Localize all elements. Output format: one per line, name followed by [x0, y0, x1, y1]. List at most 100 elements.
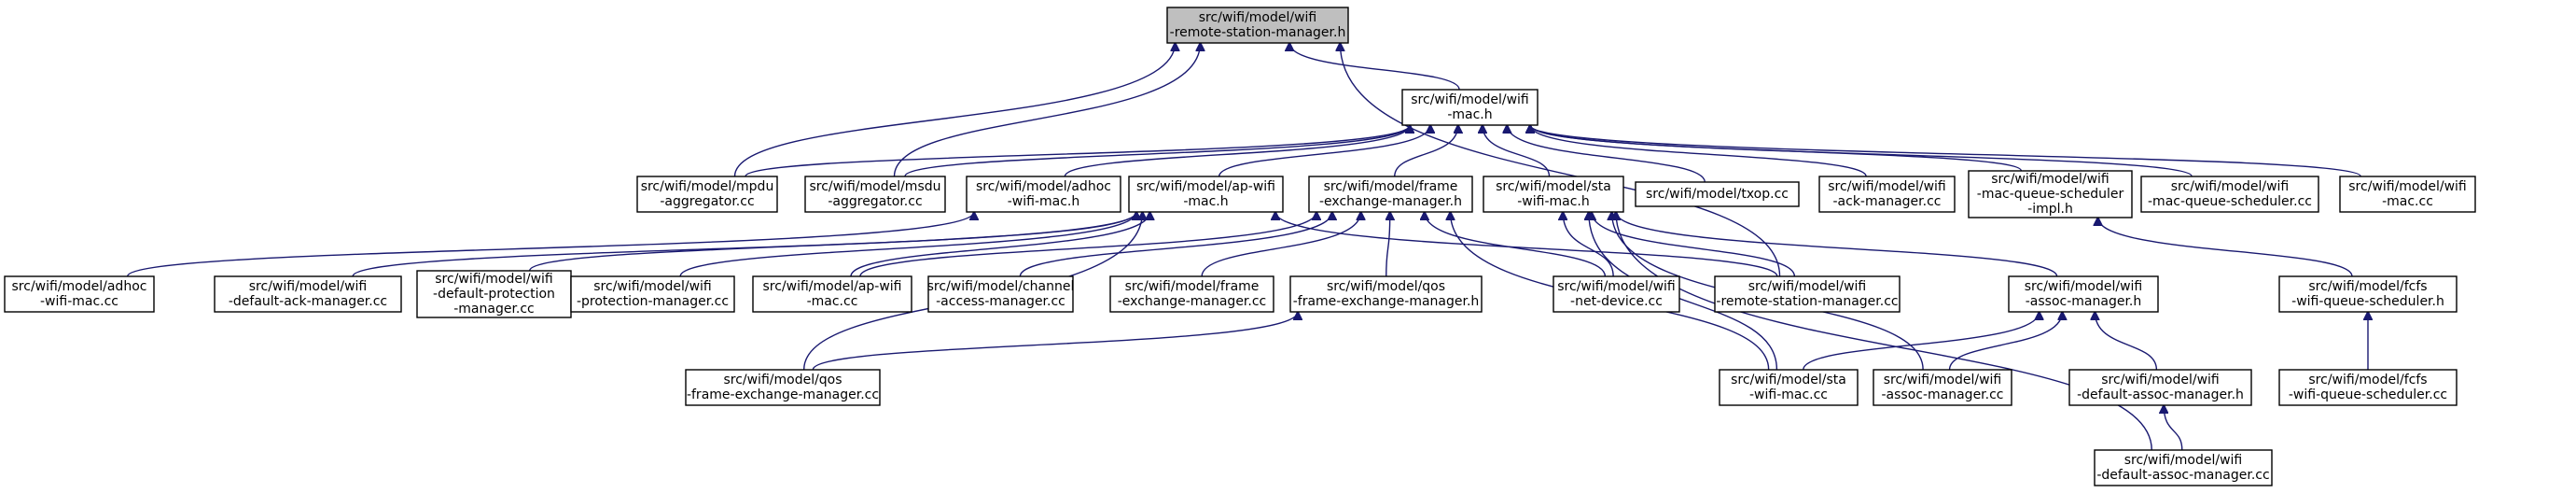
file-node-mqs-impl[interactable]: src/wifi/model/wifi-mac-queue-scheduler-… — [1968, 170, 2133, 218]
file-node-label: -assoc-manager.h — [2026, 294, 2142, 309]
file-node-label: -mac.h — [1183, 194, 1228, 209]
file-node-fcfs-h[interactable]: src/wifi/model/fcfs-wifi-queue-scheduler… — [2278, 275, 2458, 313]
file-node-label: -aggregator.cc — [660, 194, 754, 209]
file-node-box — [1873, 369, 2012, 406]
file-node-ap-cc[interactable]: src/wifi/model/ap-wifi-mac.cc — [752, 275, 912, 313]
file-node-label: -mac.h — [1447, 107, 1492, 122]
edge-defassoc_cc-to-defassoc_h — [2164, 405, 2183, 451]
file-node-mac-h[interactable]: src/wifi/model/wifi-mac.h — [1401, 89, 1539, 126]
file-node-label: src/wifi/model/wifi — [1557, 279, 1676, 294]
file-node-box — [2140, 176, 2319, 213]
edge-sta_cc-to-sta_h — [1589, 212, 1778, 371]
file-node-label: src/wifi/model/adhoc — [12, 279, 147, 294]
file-node-label: src/wifi/model/mpdu — [641, 179, 774, 194]
file-node-box — [4, 275, 155, 313]
edge-sta_cc-to-assoc_h — [1803, 312, 2040, 371]
file-node-adhoc-h[interactable]: src/wifi/model/adhoc-wifi-mac.h — [966, 176, 1121, 213]
file-node-defprot[interactable]: src/wifi/model/wifi-default-protection-m… — [416, 270, 572, 318]
file-node-label: src/wifi/model/qos — [723, 373, 842, 387]
file-node-label: src/wifi/model/wifi — [249, 279, 368, 294]
edge-prot-to-ap_h — [679, 212, 1136, 277]
file-node-label: -aggregator.cc — [828, 194, 922, 209]
edge-adhoc_cc-to-adhoc_h — [126, 212, 974, 277]
dependency-edges — [126, 43, 2368, 451]
file-node-fem-h[interactable]: src/wifi/model/frame-exchange-manager.h — [1308, 176, 1473, 213]
file-node-defassoc-cc[interactable]: src/wifi/model/wifi-default-assoc-manage… — [2094, 449, 2273, 486]
edge-ap_cc-to-fem_h — [859, 212, 1316, 277]
edge-chan-to-fem_h — [1019, 212, 1331, 277]
file-node-chan[interactable]: src/wifi/model/channel-access-manager.cc — [927, 275, 1075, 313]
file-node-label: -exchange-manager.cc — [1118, 294, 1267, 309]
file-node-label: src/wifi/model/frame — [1324, 179, 1458, 194]
file-node-txop[interactable]: src/wifi/model/txop.cc — [1635, 181, 1800, 207]
edge-ap_h-to-mac_h — [1218, 125, 1430, 177]
file-node-mqs-cc[interactable]: src/wifi/model/wifi-mac-queue-scheduler.… — [2140, 176, 2319, 213]
file-node-box — [570, 275, 735, 313]
file-node-sta-h[interactable]: src/wifi/model/sta-wifi-mac.h — [1483, 176, 1624, 213]
file-node-mpdu[interactable]: src/wifi/model/mpdu-aggregator.cc — [636, 176, 778, 213]
file-node-qosfem-cc[interactable]: src/wifi/model/qos-frame-exchange-manage… — [685, 369, 881, 406]
file-node-label: src/wifi/model/wifi — [1884, 373, 2002, 387]
file-node-label: -manager.cc — [453, 302, 535, 317]
file-node-box — [1308, 176, 1473, 213]
edge-defassoc_h-to-assoc_h — [2095, 312, 2158, 371]
file-node-label: -wifi-mac.h — [1008, 194, 1080, 209]
edge-netdev-to-fem_h — [1425, 212, 1607, 277]
file-node-label: -exchange-manager.h — [1319, 194, 1462, 209]
edge-rsm_cc-to-sta_h — [1592, 212, 1796, 277]
file-node-box — [416, 270, 572, 318]
file-node-label: src/wifi/model/wifi — [593, 279, 712, 294]
file-node-box — [2094, 449, 2273, 486]
file-node-sta-cc[interactable]: src/wifi/model/sta-wifi-mac.cc — [1719, 369, 1859, 406]
file-node-mac-cc[interactable]: src/wifi/model/wifi-mac.cc — [2339, 176, 2476, 213]
edge-fem_h-to-mac_h — [1394, 125, 1458, 177]
file-node-ap-h[interactable]: src/wifi/model/ap-wifi-mac.h — [1128, 176, 1284, 213]
edge-netdev-to-sta_h — [1563, 212, 1614, 277]
file-node-label: src/wifi/model/adhoc — [976, 179, 1111, 194]
file-node-label: src/wifi/model/wifi — [1828, 179, 1946, 194]
file-node-msdu[interactable]: src/wifi/model/msdu-aggregator.cc — [804, 176, 946, 213]
file-node-label: -wifi-queue-scheduler.cc — [2289, 387, 2447, 402]
file-node-defack[interactable]: src/wifi/model/wifi-default-ack-manager.… — [214, 275, 402, 313]
file-node-label: src/wifi/model/wifi — [2171, 179, 2290, 194]
file-node-label: src/wifi/model/wifi — [435, 272, 553, 287]
file-node-label: src/wifi/model/wifi — [1748, 279, 1867, 294]
file-node-fem-cc[interactable]: src/wifi/model/frame-exchange-manager.cc — [1109, 275, 1274, 313]
file-node-label: src/wifi/model/fcfs — [2308, 373, 2427, 387]
file-node-adhoc-cc[interactable]: src/wifi/model/adhoc-wifi-mac.cc — [4, 275, 155, 313]
file-node-qosfem-h[interactable]: src/wifi/model/qos-frame-exchange-manage… — [1289, 275, 1483, 313]
file-node-label: -mac.cc — [807, 294, 858, 309]
file-node-label: src/wifi/model/wifi — [2348, 179, 2467, 194]
file-node-box — [1714, 275, 1901, 313]
file-node-assoc-h[interactable]: src/wifi/model/wifi-assoc-manager.h — [2008, 275, 2159, 313]
file-node-label: -remote-station-manager.h — [1170, 25, 1346, 40]
file-node-netdev[interactable]: src/wifi/model/wifi-net-device.cc — [1553, 275, 1680, 313]
file-node-box — [927, 275, 1074, 313]
file-node-label: src/wifi/model/ap-wifi — [762, 279, 901, 294]
edge-defprot-to-ap_h — [528, 212, 1136, 272]
file-node-label: -assoc-manager.cc — [1881, 387, 2003, 402]
edge-mac_cc-to-mac_h — [1530, 125, 2361, 177]
file-node-assoc-cc[interactable]: src/wifi/model/wifi-assoc-manager.cc — [1873, 369, 2012, 406]
file-node-ackm[interactable]: src/wifi/model/wifi-ack-manager.cc — [1818, 176, 1956, 213]
file-node-rsm-h[interactable]: src/wifi/model/wifi-remote-station-manag… — [1166, 7, 1349, 44]
edge-defack-to-ap_h — [352, 212, 1136, 277]
file-node-box — [804, 176, 946, 213]
edge-ackm-to-mac_h — [1530, 125, 1867, 177]
file-node-box — [1968, 170, 2133, 218]
file-node-label: src/wifi/model/sta — [1496, 179, 1611, 194]
file-node-label: -impl.h — [2027, 202, 2073, 217]
file-node-defassoc-h[interactable]: src/wifi/model/wifi-default-assoc-manage… — [2068, 369, 2252, 406]
file-node-label: src/wifi/model/sta — [1731, 373, 1846, 387]
edge-qosfem_cc-to-qosfem_h — [812, 312, 1298, 371]
file-node-label: src/wifi/model/wifi — [1411, 92, 1529, 107]
file-node-box — [1553, 275, 1680, 313]
file-node-fcfs-cc[interactable]: src/wifi/model/fcfs-wifi-queue-scheduler… — [2278, 369, 2458, 406]
file-node-prot[interactable]: src/wifi/model/wifi-protection-manager.c… — [570, 275, 735, 313]
file-node-box — [2068, 369, 2252, 406]
file-node-label: src/wifi/model/channel — [927, 279, 1075, 294]
file-node-label: -net-device.cc — [1570, 294, 1663, 309]
edge-mpdu-to-rsm_h — [733, 43, 1176, 177]
file-node-rsm-cc[interactable]: src/wifi/model/wifi-remote-station-manag… — [1714, 275, 1901, 313]
